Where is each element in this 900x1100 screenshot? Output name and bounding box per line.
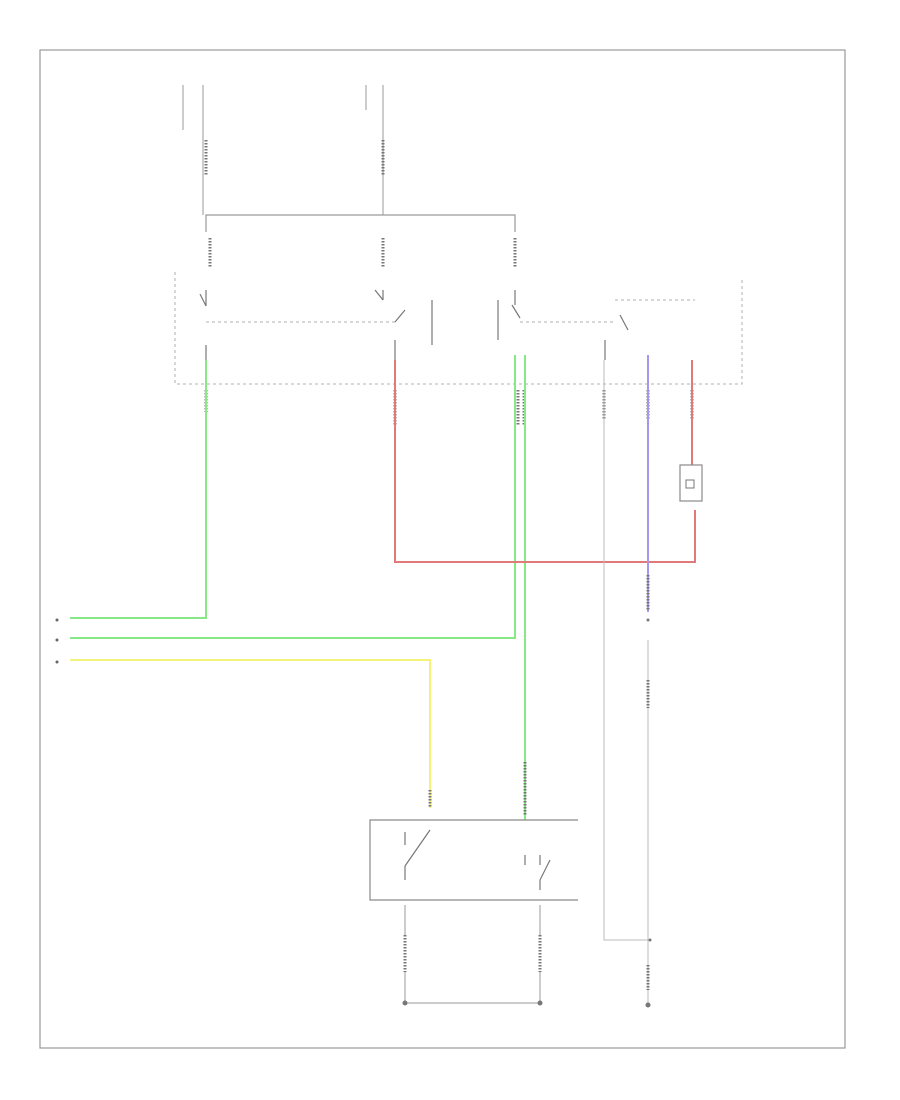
relay-box xyxy=(174,272,743,385)
left-terminal-2 xyxy=(55,638,59,642)
diagram-frame xyxy=(39,49,846,1049)
sensor-connector xyxy=(646,618,650,622)
left-terminal-1 xyxy=(55,618,59,622)
wire-green-2 xyxy=(70,355,516,639)
top-bus xyxy=(205,214,516,232)
lower-right-connector xyxy=(645,938,652,1008)
wire-red xyxy=(394,360,696,563)
wire-green-1 xyxy=(70,360,207,619)
fuse-feed-left xyxy=(182,85,208,215)
wire-gray-1 xyxy=(603,360,650,941)
relay-contacts xyxy=(199,289,629,360)
wire-yellow xyxy=(70,659,431,808)
left-terminal-3 xyxy=(55,660,59,664)
resistor-block xyxy=(679,464,703,502)
fuse-feed-right xyxy=(365,85,385,215)
pressure-switch-box xyxy=(369,819,578,901)
ground-bus xyxy=(402,1000,543,1006)
